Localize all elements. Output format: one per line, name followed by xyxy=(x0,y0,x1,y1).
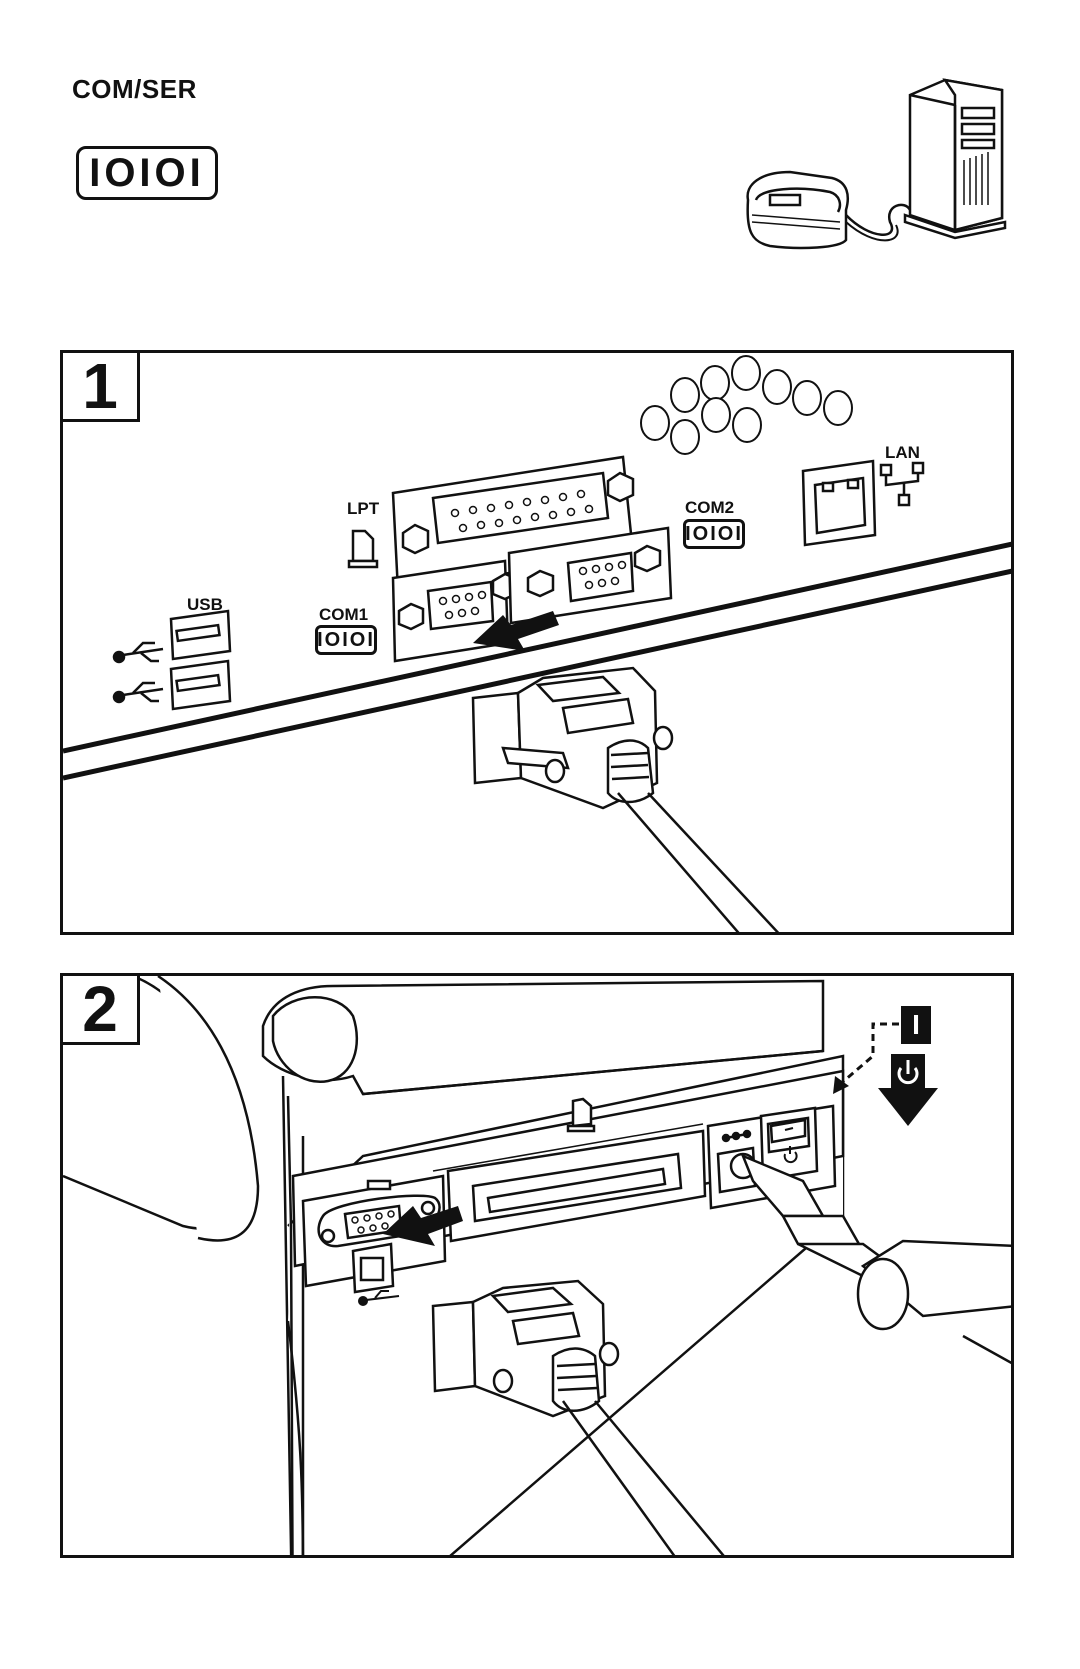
parallel-port xyxy=(446,1129,707,1243)
printer-rear-diagram xyxy=(63,976,1011,1555)
serial-cable-connector xyxy=(431,1279,620,1418)
label-printer-icon xyxy=(746,170,849,250)
lpt-label: LPT xyxy=(347,499,380,518)
printer-icon xyxy=(566,1097,596,1133)
printer-cable xyxy=(845,203,912,236)
serial-cable-connector xyxy=(471,666,674,810)
power-on-symbol: I xyxy=(912,1009,920,1040)
usb-ports xyxy=(169,609,232,711)
step-2-panel: 2 xyxy=(60,973,1014,1558)
usb-icon xyxy=(112,641,164,704)
serial-port-symbol: IOIOI xyxy=(76,146,218,200)
serial-port xyxy=(301,1174,447,1288)
printer-icon xyxy=(347,529,379,569)
power-on-indicator xyxy=(833,1006,931,1094)
usb-port xyxy=(351,1242,395,1294)
step-number: 1 xyxy=(63,353,140,422)
vent-holes xyxy=(640,355,853,455)
printer-computer-illustration xyxy=(746,78,1007,250)
com2-port xyxy=(507,526,673,625)
arrow-icon xyxy=(473,611,559,651)
lan-label: LAN xyxy=(885,443,920,462)
desktop-computer-icon xyxy=(903,78,1007,240)
power-icon xyxy=(783,1127,798,1164)
arrow-icon xyxy=(383,1206,463,1246)
lan-icon xyxy=(879,461,925,507)
lan-port xyxy=(801,459,877,547)
usb-icon xyxy=(358,1290,400,1306)
com2-label: COM2 xyxy=(685,498,735,517)
power-down-arrow-icon xyxy=(878,1054,938,1126)
step-1-panel: 1 xyxy=(60,350,1014,935)
page-title: COM/SER xyxy=(72,74,197,104)
rear-panel-diagram xyxy=(63,355,1011,932)
com1-label: COM1 xyxy=(319,605,369,624)
usb-label: USB xyxy=(187,595,223,614)
step-number: 2 xyxy=(63,976,140,1045)
com2-serial-symbol: IOIOI xyxy=(683,519,745,549)
com1-serial-symbol: IOIOI xyxy=(315,625,377,655)
